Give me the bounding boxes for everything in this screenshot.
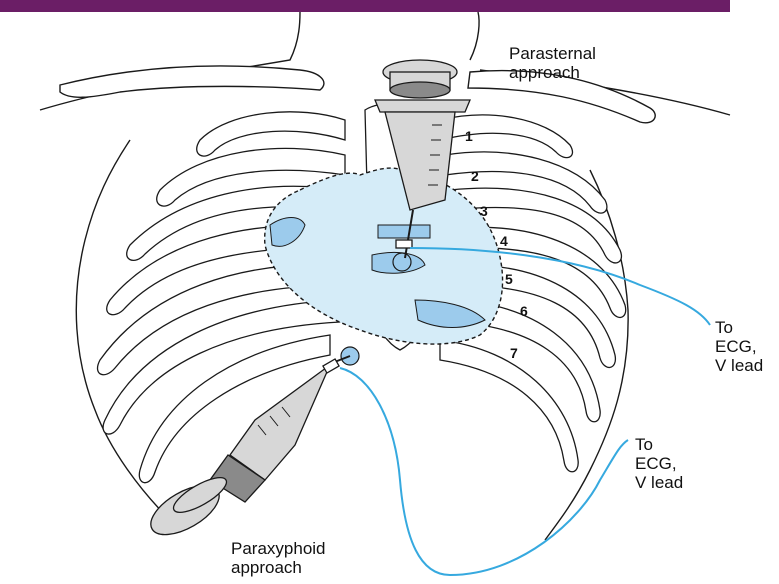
rib-number-3: 3	[480, 203, 488, 219]
header-strip	[0, 0, 730, 12]
ecg-lower-label: To ECG, V lead	[635, 435, 683, 492]
rib-number-1: 1	[465, 128, 473, 144]
ecg-upper-line2: ECG,	[715, 337, 763, 356]
ecg-upper-label: To ECG, V lead	[715, 318, 763, 375]
paraxyphoid-label-line2: approach	[231, 558, 326, 577]
rib-number-7: 7	[510, 345, 518, 361]
ecg-upper-line3: V lead	[715, 356, 763, 375]
parasternal-label: Parasternal approach	[509, 44, 596, 82]
rib-number-6: 6	[520, 303, 528, 319]
ecg-lower-line2: ECG,	[635, 454, 683, 473]
paraxyphoid-syringe	[143, 356, 350, 545]
ecg-upper-line1: To	[715, 318, 763, 337]
paraxyphoid-label: Paraxyphoid approach	[231, 539, 326, 577]
ecg-lower-line3: V lead	[635, 473, 683, 492]
rib-number-5: 5	[505, 271, 513, 287]
rib-number-2: 2	[471, 168, 479, 184]
parasternal-label-line2: approach	[509, 63, 596, 82]
paraxyphoid-label-line1: Paraxyphoid	[231, 539, 326, 558]
rib-number-4: 4	[500, 233, 508, 249]
parasternal-label-line1: Parasternal	[509, 44, 596, 63]
ecg-lower-line1: To	[635, 435, 683, 454]
